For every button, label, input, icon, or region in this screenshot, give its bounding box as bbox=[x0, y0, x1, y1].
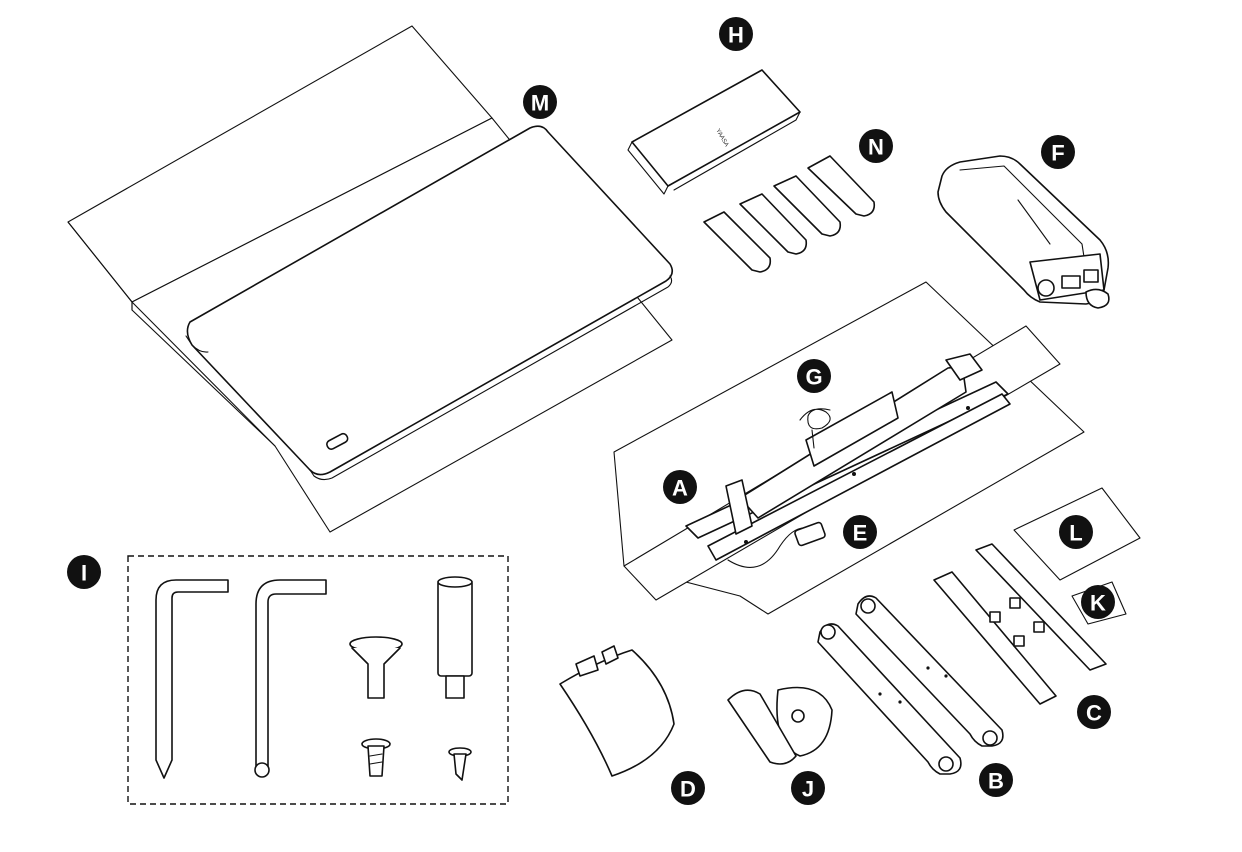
frame-motor-housing bbox=[805, 391, 899, 467]
svg-text:L: L bbox=[1069, 521, 1082, 546]
frame-bracket bbox=[725, 479, 753, 535]
svg-text:K: K bbox=[1090, 591, 1106, 616]
adhesive-strip bbox=[773, 175, 842, 237]
desktop-handle-cutout bbox=[326, 432, 349, 450]
label-d: D bbox=[671, 771, 705, 805]
spacer-thread bbox=[445, 675, 465, 699]
svg-text:J: J bbox=[802, 777, 814, 802]
part-m-desktop bbox=[67, 25, 674, 533]
label-h: H bbox=[719, 17, 753, 51]
side-bracket bbox=[975, 543, 1107, 671]
part-f-control-box bbox=[937, 155, 1110, 309]
svg-text:N: N bbox=[868, 135, 884, 160]
svg-text:A: A bbox=[672, 476, 688, 501]
side-bracket bbox=[933, 571, 1057, 705]
foot bbox=[817, 623, 962, 775]
spacer-sleeve bbox=[437, 579, 473, 677]
control-box-mount bbox=[1085, 288, 1110, 309]
adhesive-strip bbox=[739, 193, 808, 255]
label-n: N bbox=[859, 129, 893, 163]
control-box-power-port bbox=[1037, 279, 1055, 297]
part-h-cable-cover: YAASA bbox=[627, 69, 801, 195]
bracket-block bbox=[989, 611, 1001, 623]
countersunk-bolt bbox=[351, 647, 401, 699]
label-g: G bbox=[797, 359, 831, 393]
part-n-adhesive-strips bbox=[703, 155, 876, 273]
bracket-block bbox=[1013, 635, 1025, 647]
control-box-port bbox=[1083, 269, 1099, 283]
label-m: M bbox=[523, 85, 557, 119]
bracket-block bbox=[1009, 597, 1021, 609]
allen-key-ball bbox=[255, 579, 327, 773]
svg-text:M: M bbox=[531, 91, 549, 116]
frame-bracket-top bbox=[945, 353, 983, 381]
part-e-motor-cable bbox=[727, 521, 826, 568]
svg-text:B: B bbox=[988, 769, 1004, 794]
part-b-feet bbox=[817, 595, 1004, 775]
part-a-frame bbox=[613, 281, 1085, 615]
label-i: I bbox=[67, 555, 101, 589]
adhesive-strip bbox=[807, 155, 876, 217]
label-l: L bbox=[1059, 515, 1093, 549]
hardware-kit-box bbox=[127, 555, 509, 805]
label-e: E bbox=[843, 515, 877, 549]
part-d-clip bbox=[559, 645, 675, 777]
label-a: A bbox=[663, 470, 697, 504]
part-c-side-brackets bbox=[933, 543, 1107, 705]
screw-large bbox=[367, 745, 385, 777]
part-j-tape bbox=[727, 686, 833, 765]
label-c: C bbox=[1077, 695, 1111, 729]
svg-text:D: D bbox=[680, 777, 696, 802]
desktop-board bbox=[186, 125, 674, 476]
adhesive-strip bbox=[703, 211, 772, 273]
frame-rail bbox=[707, 393, 1011, 561]
control-box-port bbox=[1061, 275, 1081, 289]
part-i-hardware-kit bbox=[127, 555, 509, 805]
label-j: J bbox=[791, 771, 825, 805]
svg-text:I: I bbox=[81, 561, 87, 586]
label-k: K bbox=[1081, 585, 1115, 619]
screw-small bbox=[453, 753, 467, 781]
svg-text:C: C bbox=[1086, 701, 1102, 726]
part-g-power-cable bbox=[799, 408, 831, 449]
svg-text:E: E bbox=[853, 521, 868, 546]
foot bbox=[855, 595, 1004, 747]
svg-text:F: F bbox=[1051, 141, 1064, 166]
svg-text:H: H bbox=[728, 23, 744, 48]
svg-text:G: G bbox=[805, 365, 822, 390]
motor-cable-plug bbox=[794, 521, 826, 547]
bracket-block bbox=[1033, 621, 1045, 633]
allen-key-large bbox=[155, 579, 229, 779]
tape-strip bbox=[727, 689, 797, 765]
label-b: B bbox=[979, 763, 1013, 797]
label-f: F bbox=[1041, 135, 1075, 169]
